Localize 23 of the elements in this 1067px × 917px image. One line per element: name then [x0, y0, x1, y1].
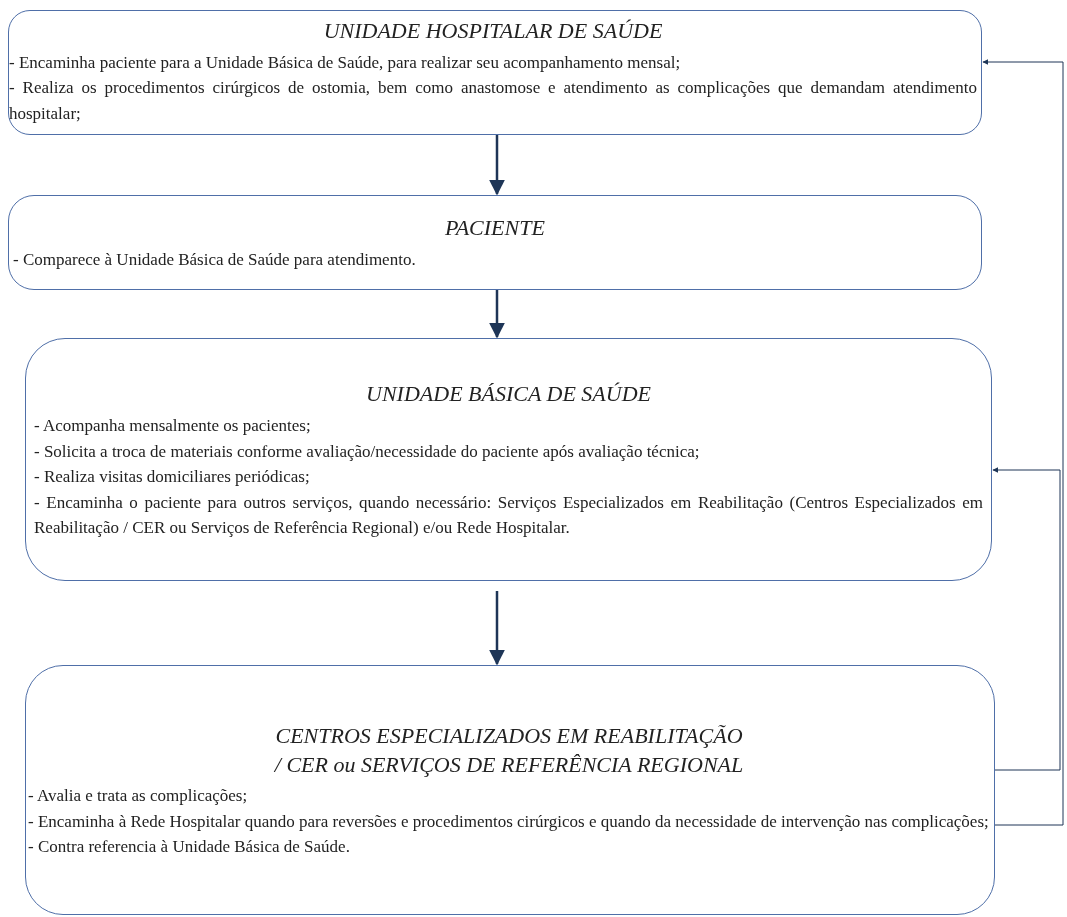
bullet-text: - Avalia e trata as complicações; — [28, 785, 249, 808]
hospital-unit-box — [8, 10, 982, 135]
box-heading: UNIDADE HOSPITALAR DE SAÚDE — [323, 16, 663, 45]
bullet-text: - Solicita a troca de materiais conforme avaliação/necessidade do paciente após avaliação técnica; — [34, 440, 701, 463]
arrow — [992, 467, 1061, 771]
bullet-text: - Acompanha mensalmente os pacientes; — [34, 415, 312, 438]
bullet-text: - Realiza os procedimentos cirúrgicos de ostomia, bem como anastomose e atendimento as complicações que demandam atendimento hospitalar; — [9, 77, 977, 125]
arrow — [489, 290, 505, 339]
box-heading: PACIENTE — [445, 214, 545, 243]
bullet-text: - Comparece à Unidade Básica de Saúde para atendimento. — [13, 249, 417, 272]
bullet-text: - Encaminha o paciente para outros serviços, quando necessário: Serviços Especializados em Reabilitação (Centros Especializados em Reabilitação / CER ou Serviços de Referência Regional) e/ou Rede Hospitalar. — [34, 491, 983, 540]
bullet-text: - Encaminha à Rede Hospitalar quando para reversões e procedimentos cirúrgicos e quando da necessidade de intervenção nas complicações; — [28, 810, 990, 833]
box-heading: UNIDADE BÁSICA DE SAÚDE — [366, 380, 651, 409]
arrow — [489, 135, 505, 196]
patient-box — [8, 195, 982, 290]
rehabilitation-center-box — [25, 665, 995, 915]
box-heading: CENTROS ESPECIALIZADOS EM REABILITAÇÃO / CER ou SERVIÇOS DE REFERÊNCIA REGIONAL — [273, 722, 745, 779]
bullet-text: - Contra referencia à Unidade Básica de Saúde. — [28, 836, 351, 859]
bullet-text: - Encaminha paciente para a Unidade Básica de Saúde, para realizar seu acompanhamento mensal; — [9, 51, 682, 74]
arrow — [982, 59, 1064, 826]
basic-health-unit-box — [25, 338, 992, 581]
arrow — [489, 591, 505, 666]
bullet-text: - Realiza visitas domiciliares periódicas; — [34, 466, 311, 489]
